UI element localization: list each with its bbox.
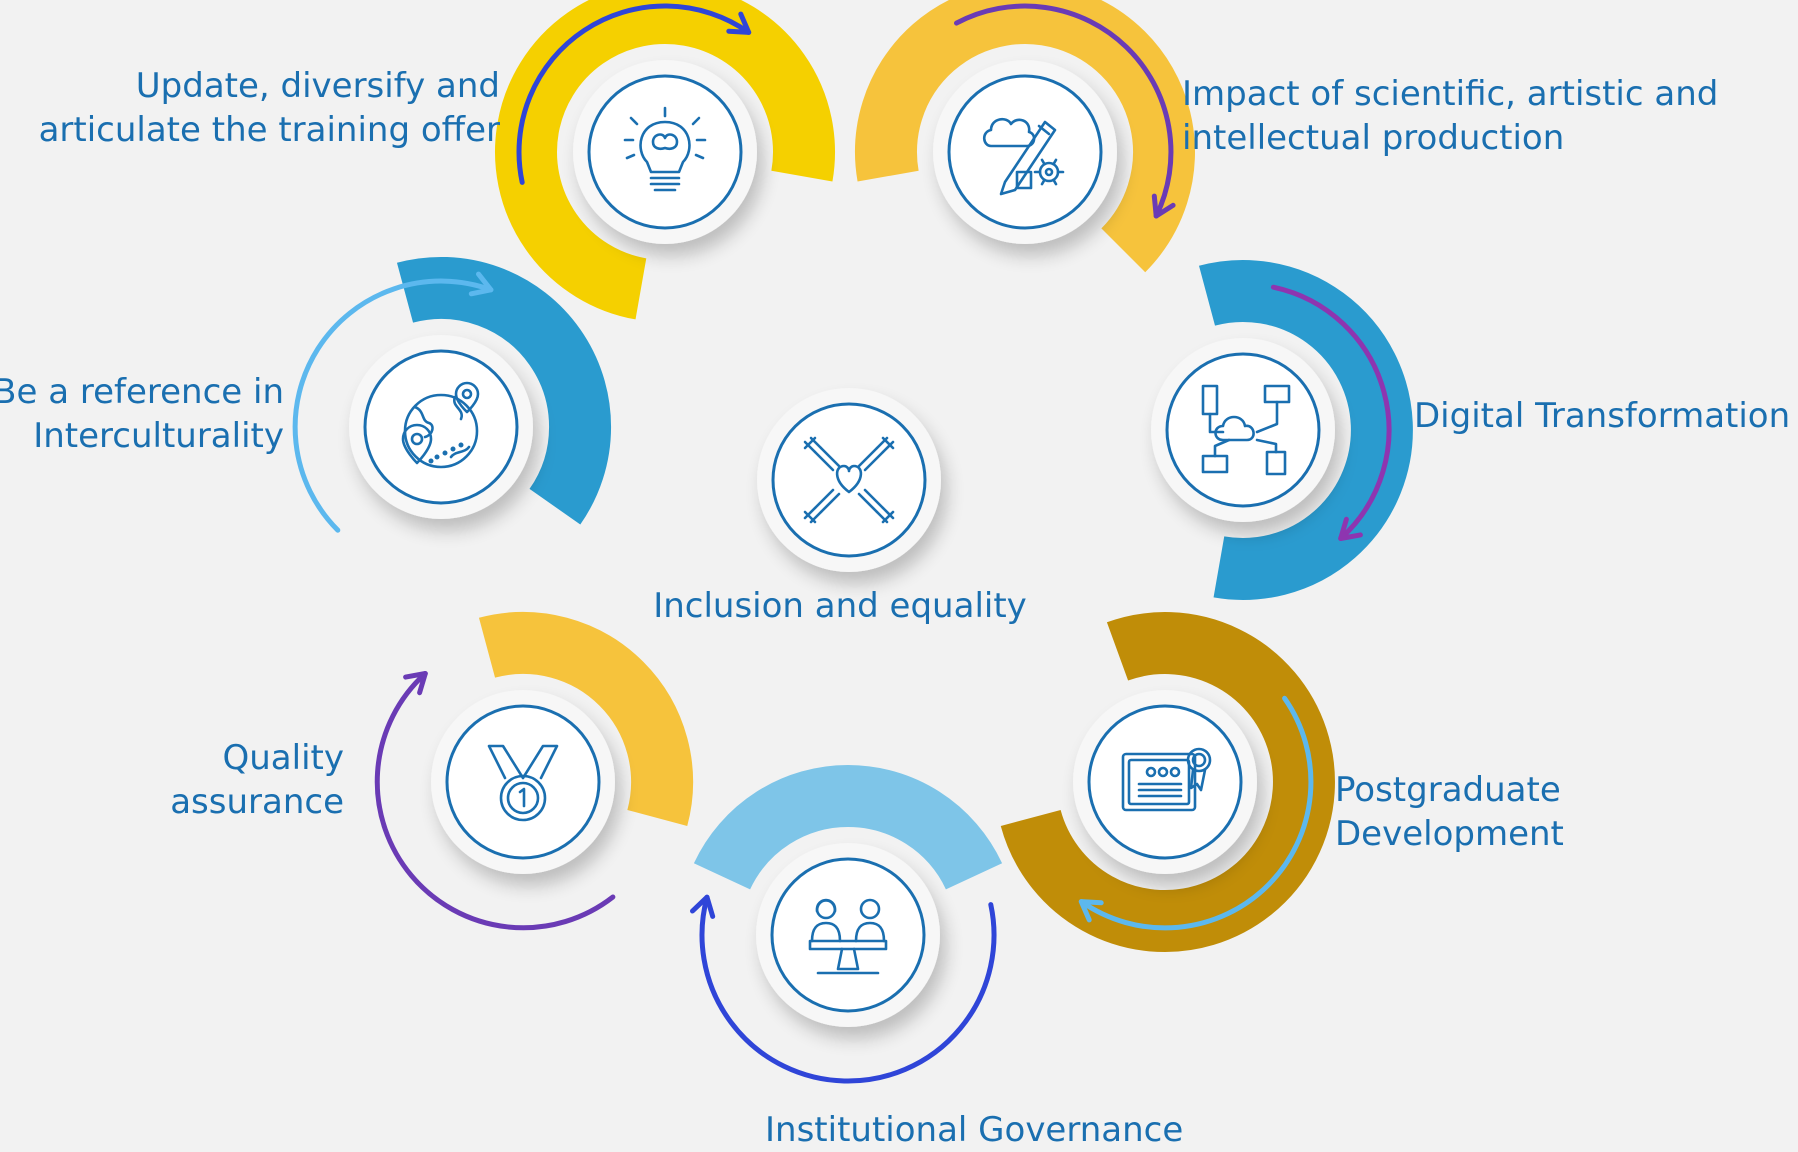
arrow-intercultural-head [468,271,494,297]
segment-quality-intercultural [478,611,694,827]
label-digital: Digital Transformation [1414,396,1791,436]
node-intercultural-ring [363,349,519,505]
certificate-icon [1121,747,1212,812]
node-training [573,60,757,244]
node-digital [1151,338,1335,522]
segment-digital-postgrad [1199,260,1413,600]
lightbulb-brain-icon [623,106,707,192]
arrow-postgrad [1078,695,1314,931]
arrow-training-head [726,11,752,35]
hands-heart-icon [803,436,895,524]
arrow-intercultural [292,278,494,533]
label-governance: Institutional Governance [765,1110,1184,1150]
arrow-impact [954,3,1174,219]
arrow-governance [699,894,997,1084]
globe-pins-icon [401,381,480,469]
node-intercultural [349,335,533,519]
node-digital-ring [1165,352,1321,508]
segment-intercultural-training [396,256,612,525]
arrow-digital-head [1338,516,1363,541]
node-governance [756,843,940,1027]
node-quality [431,690,615,874]
cycle-arrows [292,3,1392,1084]
center-node-ring [771,402,927,558]
arrow-quality-head [403,671,428,696]
node-circles [349,60,1335,1027]
node-training-ring [587,74,743,230]
node-impact [933,60,1117,244]
segment-impact-digital [855,0,1195,273]
node-postgrad-ring [1087,704,1243,860]
cloud-network-icon [1201,384,1291,476]
center-node [757,388,941,572]
segment-training-impact [495,0,835,320]
ring-segments [396,0,1413,952]
arrow-quality [374,671,616,931]
arrow-governance-head [690,894,716,919]
node-governance-ring [770,857,926,1013]
balance-people-icon [808,898,888,975]
center-label: Inclusion and equality [653,586,1027,626]
medal-icon [487,744,559,822]
node-postgrad [1073,690,1257,874]
idea-pencil-gear-icon [982,117,1065,196]
arrow-postgrad-head [1078,899,1104,923]
arrow-digital [1270,284,1392,541]
segment-governance-quality [693,765,1003,891]
arrow-training [516,3,752,185]
arrow-impact-head [1151,193,1176,219]
